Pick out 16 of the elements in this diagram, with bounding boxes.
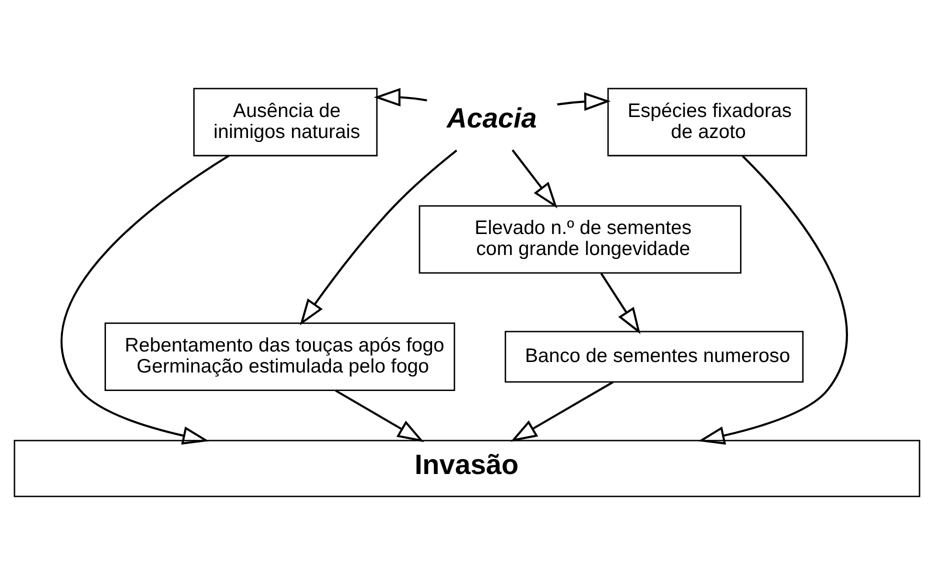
arrow xyxy=(600,272,640,334)
arrow xyxy=(334,390,424,442)
arrow xyxy=(60,154,230,445)
arrow xyxy=(698,155,848,445)
node-box: Elevado n.º de sementes com grande longevidade xyxy=(418,205,742,274)
node-box: Banco de sementes numeroso xyxy=(504,330,804,383)
arrow xyxy=(512,149,558,208)
arrow xyxy=(300,150,458,326)
arrow xyxy=(374,88,428,107)
arrow xyxy=(557,92,611,111)
arrow xyxy=(510,381,614,442)
node-box: Invasão xyxy=(14,440,920,498)
node-text: Acacia xyxy=(446,102,537,134)
node-box: Rebentamento das touças após fogo Germinação estimulada pelo fogo xyxy=(104,322,456,391)
node-box: Ausência de inimigos naturais xyxy=(193,88,378,156)
node-box: Espécies fixadoras de azoto xyxy=(607,88,808,156)
